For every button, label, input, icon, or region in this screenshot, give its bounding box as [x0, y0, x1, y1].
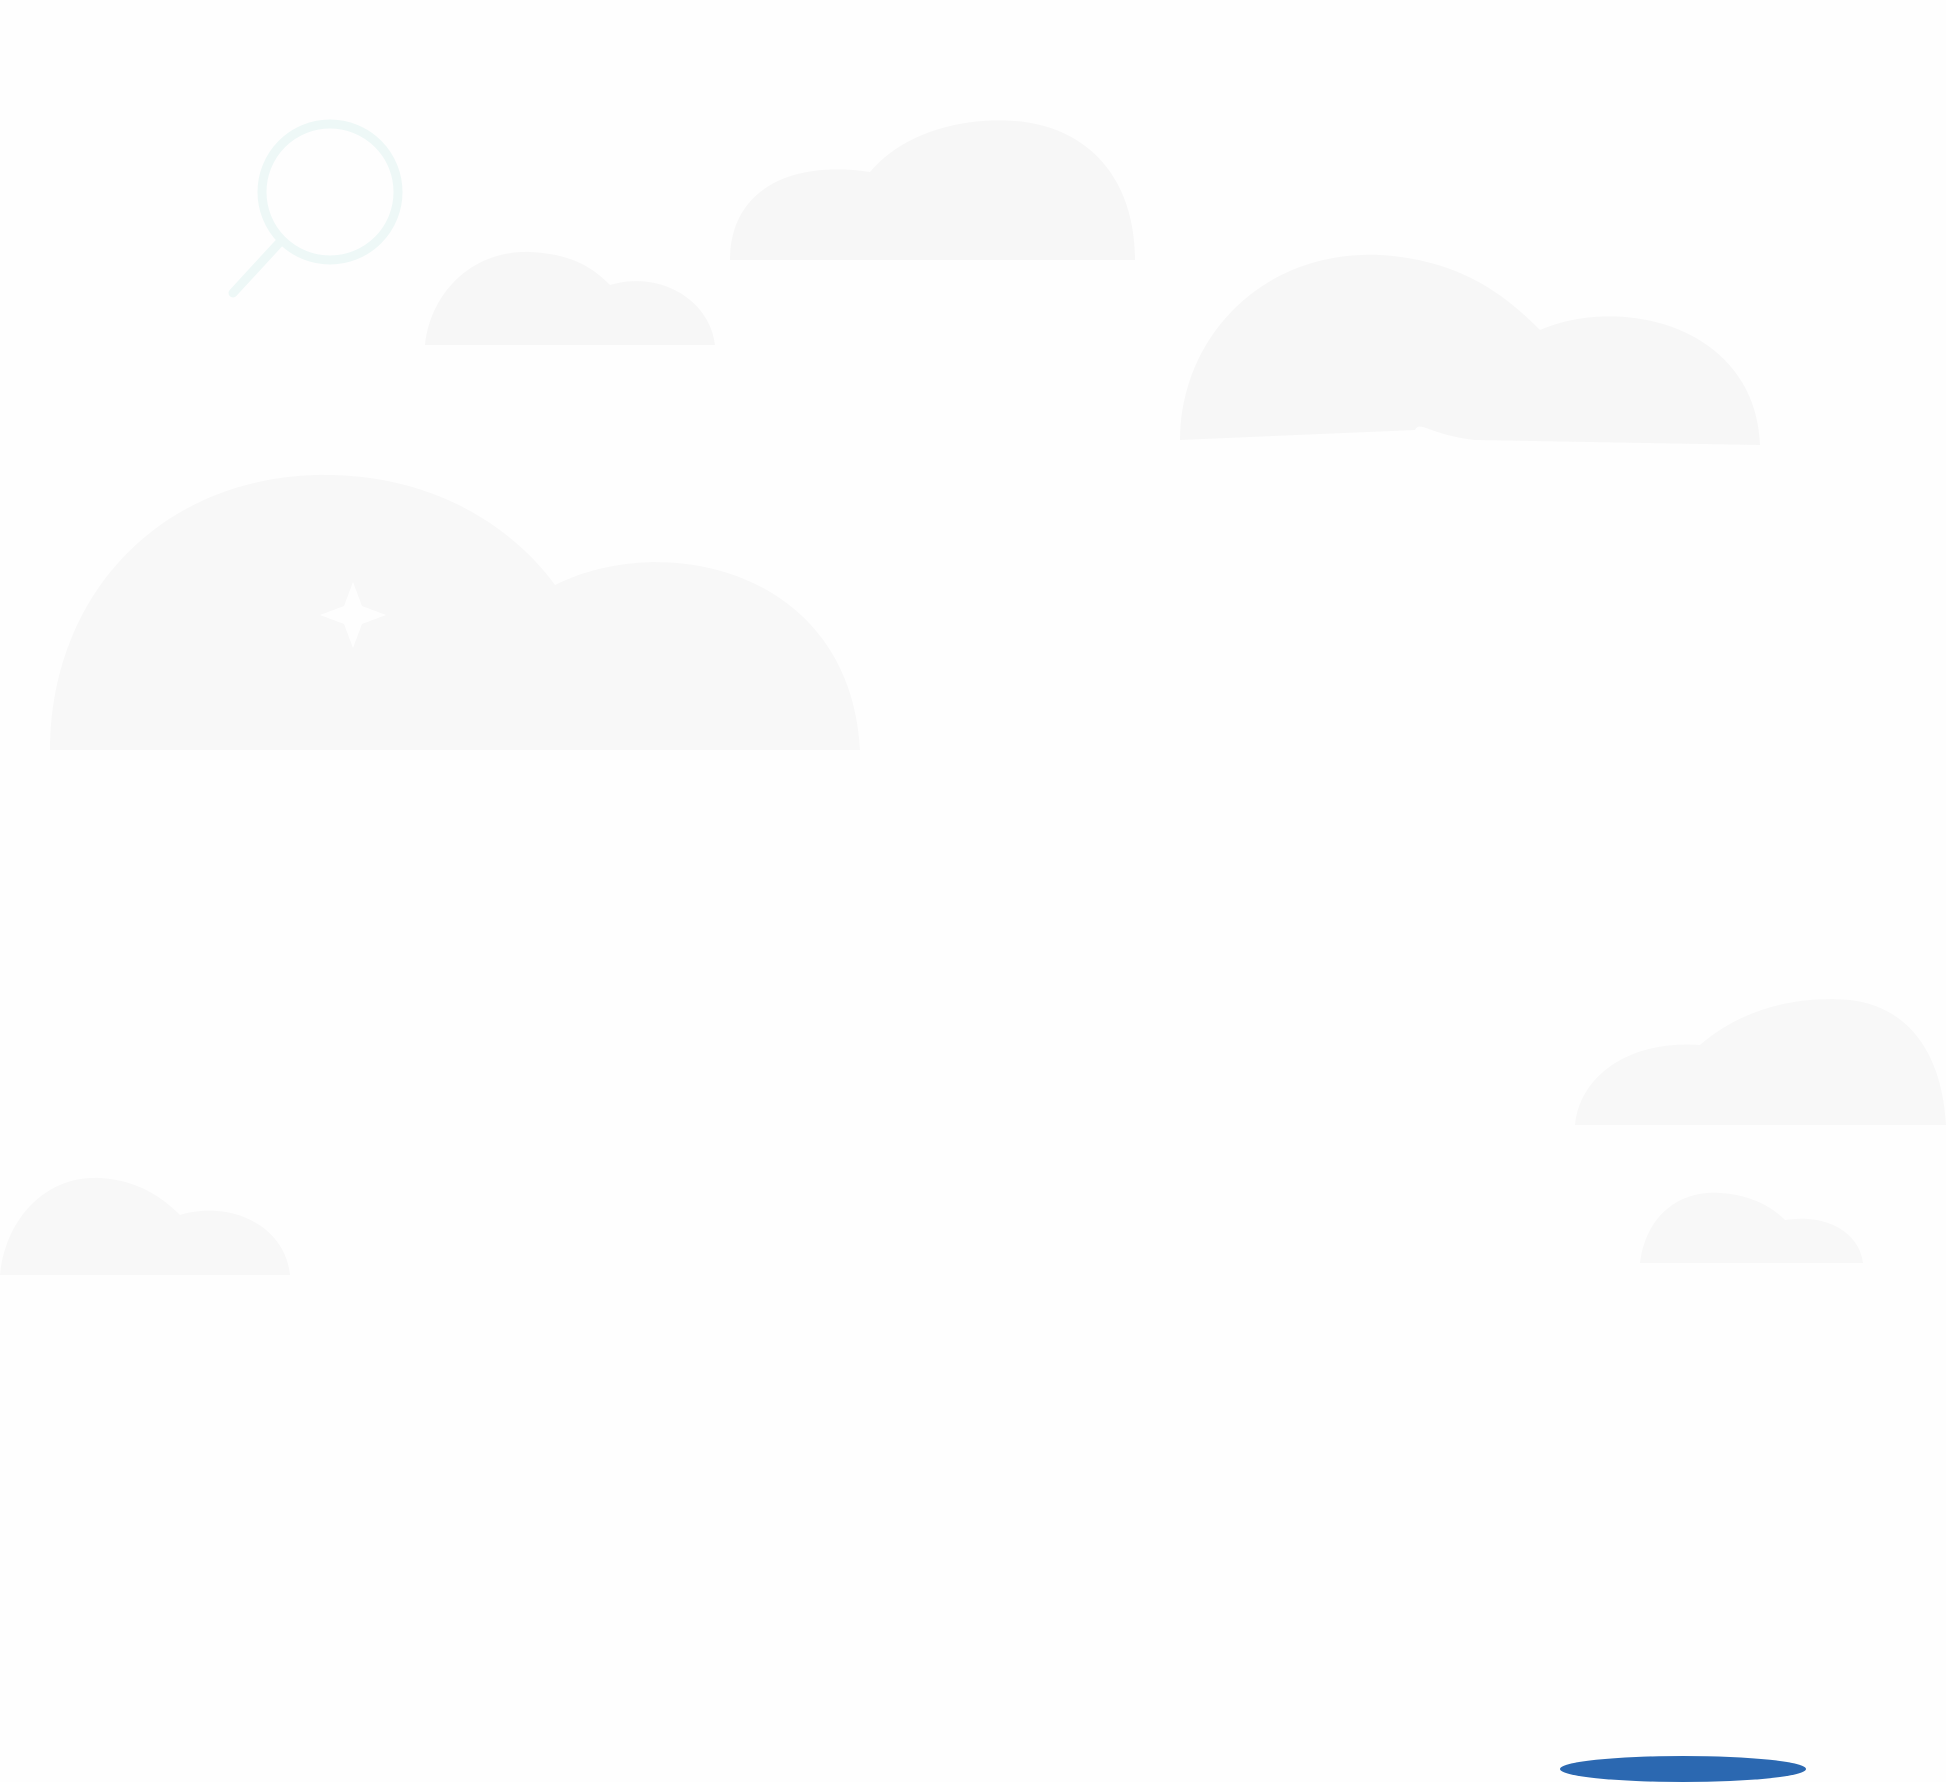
sparkle-icon: [320, 582, 386, 648]
cloud-right-middle: [1575, 999, 1946, 1125]
cloud-large-left: [50, 474, 860, 750]
cloud-right-small: [1640, 1192, 1863, 1263]
blue-pill: [1560, 1756, 1806, 1782]
cloud-top-right: [1180, 254, 1760, 445]
search-icon: [228, 119, 403, 298]
cloud-top-left-small: [425, 251, 715, 345]
cloud-bottom-left: [0, 1177, 290, 1275]
cloud-top-center: [730, 120, 1135, 260]
